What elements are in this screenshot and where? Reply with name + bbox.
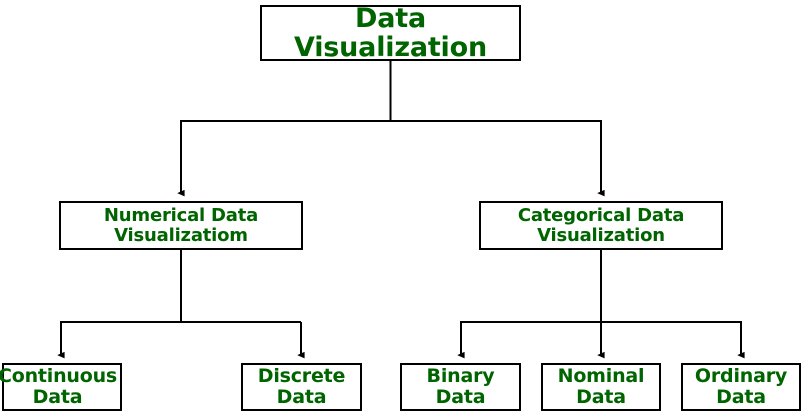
node-label-categorical-data-visualization: Categorical Data Visualization bbox=[517, 205, 685, 246]
node-numerical-data-visualization: Numerical Data Visualizatiom bbox=[59, 201, 303, 250]
node-continuous-data: Continuous Data bbox=[0, 363, 122, 411]
node-label-binary-data: Binary Data bbox=[426, 365, 495, 408]
node-label-ordinary-data: Ordinary Data bbox=[694, 365, 788, 408]
node-nominal-data: Nominal Data bbox=[541, 363, 661, 411]
node-label-numerical-data-visualization: Numerical Data Visualizatiom bbox=[103, 205, 259, 246]
node-categorical-data-visualization: Categorical Data Visualization bbox=[479, 201, 723, 250]
node-label-data-visualization: Data Visualization bbox=[294, 2, 487, 63]
node-label-continuous-data: Continuous Data bbox=[0, 365, 118, 408]
node-discrete-data: Discrete Data bbox=[241, 363, 362, 411]
node-ordinary-data: Ordinary Data bbox=[681, 363, 801, 411]
node-data-visualization: Data Visualization bbox=[260, 2, 521, 63]
node-binary-data: Binary Data bbox=[400, 363, 521, 411]
node-label-discrete-data: Discrete Data bbox=[257, 365, 346, 408]
node-label-nominal-data: Nominal Data bbox=[557, 365, 645, 408]
